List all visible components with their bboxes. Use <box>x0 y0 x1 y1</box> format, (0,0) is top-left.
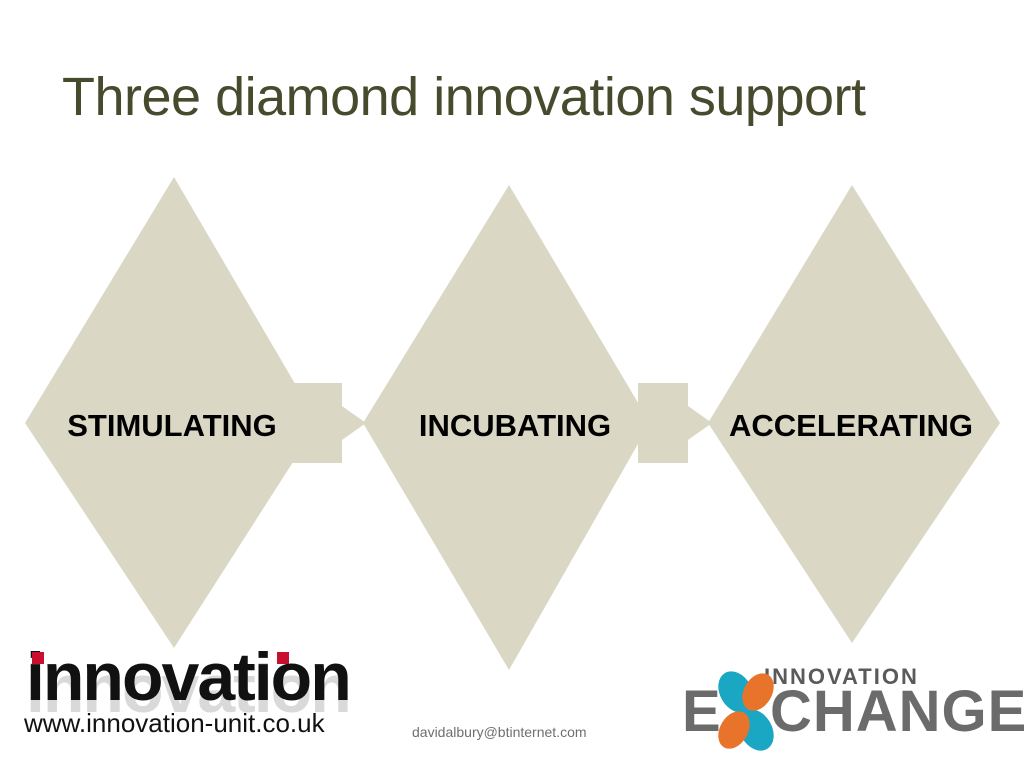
logo-letter-e: E <box>682 679 721 744</box>
arrow-incubating-to-accelerating <box>638 383 712 463</box>
arrow-head <box>342 406 366 440</box>
three-diamond-diagram: STIMULATING INCUBATING ACCELERATING <box>25 177 1000 670</box>
logo-url: www.innovation-unit.co.uk <box>24 708 325 738</box>
logo-top-word: INNOVATION <box>764 664 919 689</box>
innovation-unit-logo: innovation innovation www.innovation-uni… <box>24 639 384 748</box>
logo-word: innovation <box>26 639 352 715</box>
logo-x-mark <box>718 671 774 751</box>
logo-word-shadow: innovation <box>26 651 352 727</box>
arrow-head <box>688 406 712 440</box>
contact-email: davidalbury@btinternet.com <box>412 724 587 740</box>
logo-remaining-letters: CHANGE <box>770 679 1024 744</box>
diamond-incubating <box>363 185 650 670</box>
slide-title: Three diamond innovation support <box>62 67 866 127</box>
logo-accent-square <box>32 652 44 664</box>
diamond-accelerating <box>708 185 1000 643</box>
stage-label-stimulating: STIMULATING <box>67 408 277 443</box>
innovation-exchange-logo: INNOVATION E CHANGE <box>680 664 1024 754</box>
stage-label-accelerating: ACCELERATING <box>729 408 973 443</box>
logo-accent-square <box>277 652 289 664</box>
stage-label-incubating: INCUBATING <box>419 408 611 443</box>
diamond-stimulating <box>25 177 318 648</box>
